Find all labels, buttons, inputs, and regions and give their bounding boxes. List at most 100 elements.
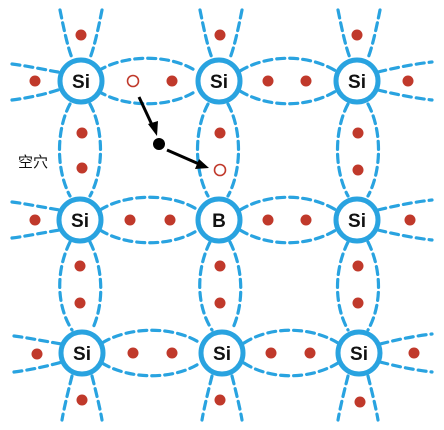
atom-ring <box>56 196 104 244</box>
bond-stub-bottom-c0-right <box>90 374 104 422</box>
electron <box>29 214 41 226</box>
covalent-bonds <box>10 8 434 422</box>
bond-v-r1c1-r2c1-left <box>198 240 214 332</box>
atom-r0c1: Si <box>195 57 243 105</box>
atom-label: Si <box>72 72 90 93</box>
bond-stub-left-r0-top <box>10 62 60 74</box>
bond-stub-top-c1-left <box>198 8 214 60</box>
electron <box>74 260 86 272</box>
electron <box>304 347 316 359</box>
atom-r0c0: Si <box>57 57 105 105</box>
bond-v-r0c0-r1c0-right <box>88 102 103 198</box>
electron <box>404 214 416 226</box>
bond-h-r2c1-r2c2-bottom <box>242 361 340 378</box>
electron <box>74 297 86 309</box>
bond-stub-bottom-c0-left <box>60 374 74 422</box>
bond-stub-top-c2-left <box>336 8 352 60</box>
bond-v-r1c1-r2c1-right <box>228 240 243 332</box>
bond-v-r1c2-r2c2-right <box>366 240 381 332</box>
atom-label: Si <box>210 72 228 93</box>
hole-original <box>126 74 140 88</box>
arrowhead-2 <box>195 159 209 169</box>
bond-stub-right-r2-bottom <box>378 360 434 374</box>
bond-stub-top-c2-right <box>366 8 382 60</box>
electron <box>76 394 88 406</box>
bond-v-r0c2-r1c2-right <box>366 102 381 198</box>
bond-stub-right-r2-top <box>378 332 434 346</box>
atom-ring <box>335 329 383 377</box>
electron <box>166 347 178 359</box>
bond-stub-left-r1-top <box>10 200 62 212</box>
atom-ring <box>57 57 105 105</box>
electron <box>351 29 363 41</box>
bond-h-r0c0-r0c1-top <box>96 56 198 73</box>
bond-v-r1c2-r2c2-left <box>335 240 350 332</box>
electron <box>262 75 274 87</box>
atom-label: Si <box>350 344 368 365</box>
bond-stub-left-r0-bottom <box>10 88 60 102</box>
bond-stub-bottom-c2-left <box>336 374 350 422</box>
electron <box>214 260 226 272</box>
atom-ring <box>333 196 381 244</box>
atom-label: Si <box>73 344 91 365</box>
bond-h-r1c1-r1c2-bottom <box>238 228 338 245</box>
bond-v-r1c0-r2c0-right <box>88 240 103 332</box>
atom-ring <box>58 329 106 377</box>
atom-r1c1-boron: B <box>195 196 243 244</box>
bond-stub-left-r1-bottom <box>10 228 62 240</box>
electron <box>76 162 88 174</box>
hole-new <box>213 163 227 177</box>
electron <box>164 214 176 226</box>
bond-stub-bottom-c1-right <box>230 374 244 422</box>
valence-electrons <box>29 29 420 408</box>
atom-label: Si <box>213 344 231 365</box>
electron <box>127 347 139 359</box>
atom-label: B <box>212 211 226 232</box>
bond-v-r0c0-r1c0-left <box>57 102 72 198</box>
bond-h-r2c0-r2c1-bottom <box>100 361 202 378</box>
atom-r1c2: Si <box>333 196 381 244</box>
electron <box>300 214 312 226</box>
bond-stub-bottom-c2-right <box>366 374 380 422</box>
electron <box>265 347 277 359</box>
bond-stub-left-r2-top <box>12 334 64 346</box>
atom-ring <box>198 329 246 377</box>
bond-stub-top-c0-right <box>88 8 104 60</box>
bond-v-r0c2-r1c2-left <box>335 102 350 198</box>
electron <box>352 297 364 309</box>
electron <box>166 75 178 87</box>
electron <box>300 75 312 87</box>
atom-label: Si <box>71 211 89 232</box>
electron <box>402 75 414 87</box>
atom-label: Si <box>348 72 366 93</box>
electron <box>214 29 226 41</box>
atom-r0c2: Si <box>333 57 381 105</box>
atom-r2c0: Si <box>58 329 106 377</box>
electron <box>352 260 364 272</box>
bond-stub-bottom-c1-left <box>200 374 214 422</box>
bond-stub-left-r2-bottom <box>12 360 64 374</box>
bond-v-r1c0-r2c0-left <box>58 240 74 332</box>
bond-h-r0c0-r0c1-bottom <box>96 89 198 106</box>
bond-v-r0c1-r1c1-right <box>226 102 241 198</box>
electron <box>29 75 41 87</box>
motion-arrow-2 <box>166 148 200 166</box>
bond-h-r1c0-r1c1-bottom <box>98 228 200 245</box>
electron <box>76 127 88 139</box>
atom-ring <box>195 57 243 105</box>
atom-label: Si <box>348 211 366 232</box>
bond-h-r1c0-r1c1-top <box>98 195 200 212</box>
atom-r1c0: Si <box>56 196 104 244</box>
electron <box>352 127 364 139</box>
bond-h-r2c0-r2c1-top <box>100 328 202 345</box>
bond-stub-right-r1-top <box>376 198 434 212</box>
atom-ring <box>333 57 381 105</box>
electron <box>262 214 274 226</box>
bond-h-r1c1-r1c2-top <box>238 195 338 212</box>
bond-h-r2c1-r2c2-top <box>242 328 340 345</box>
bond-stub-top-c0-left <box>58 8 74 60</box>
bond-stub-top-c1-right <box>228 8 244 60</box>
electron <box>214 297 226 309</box>
atom-ring <box>195 196 243 244</box>
